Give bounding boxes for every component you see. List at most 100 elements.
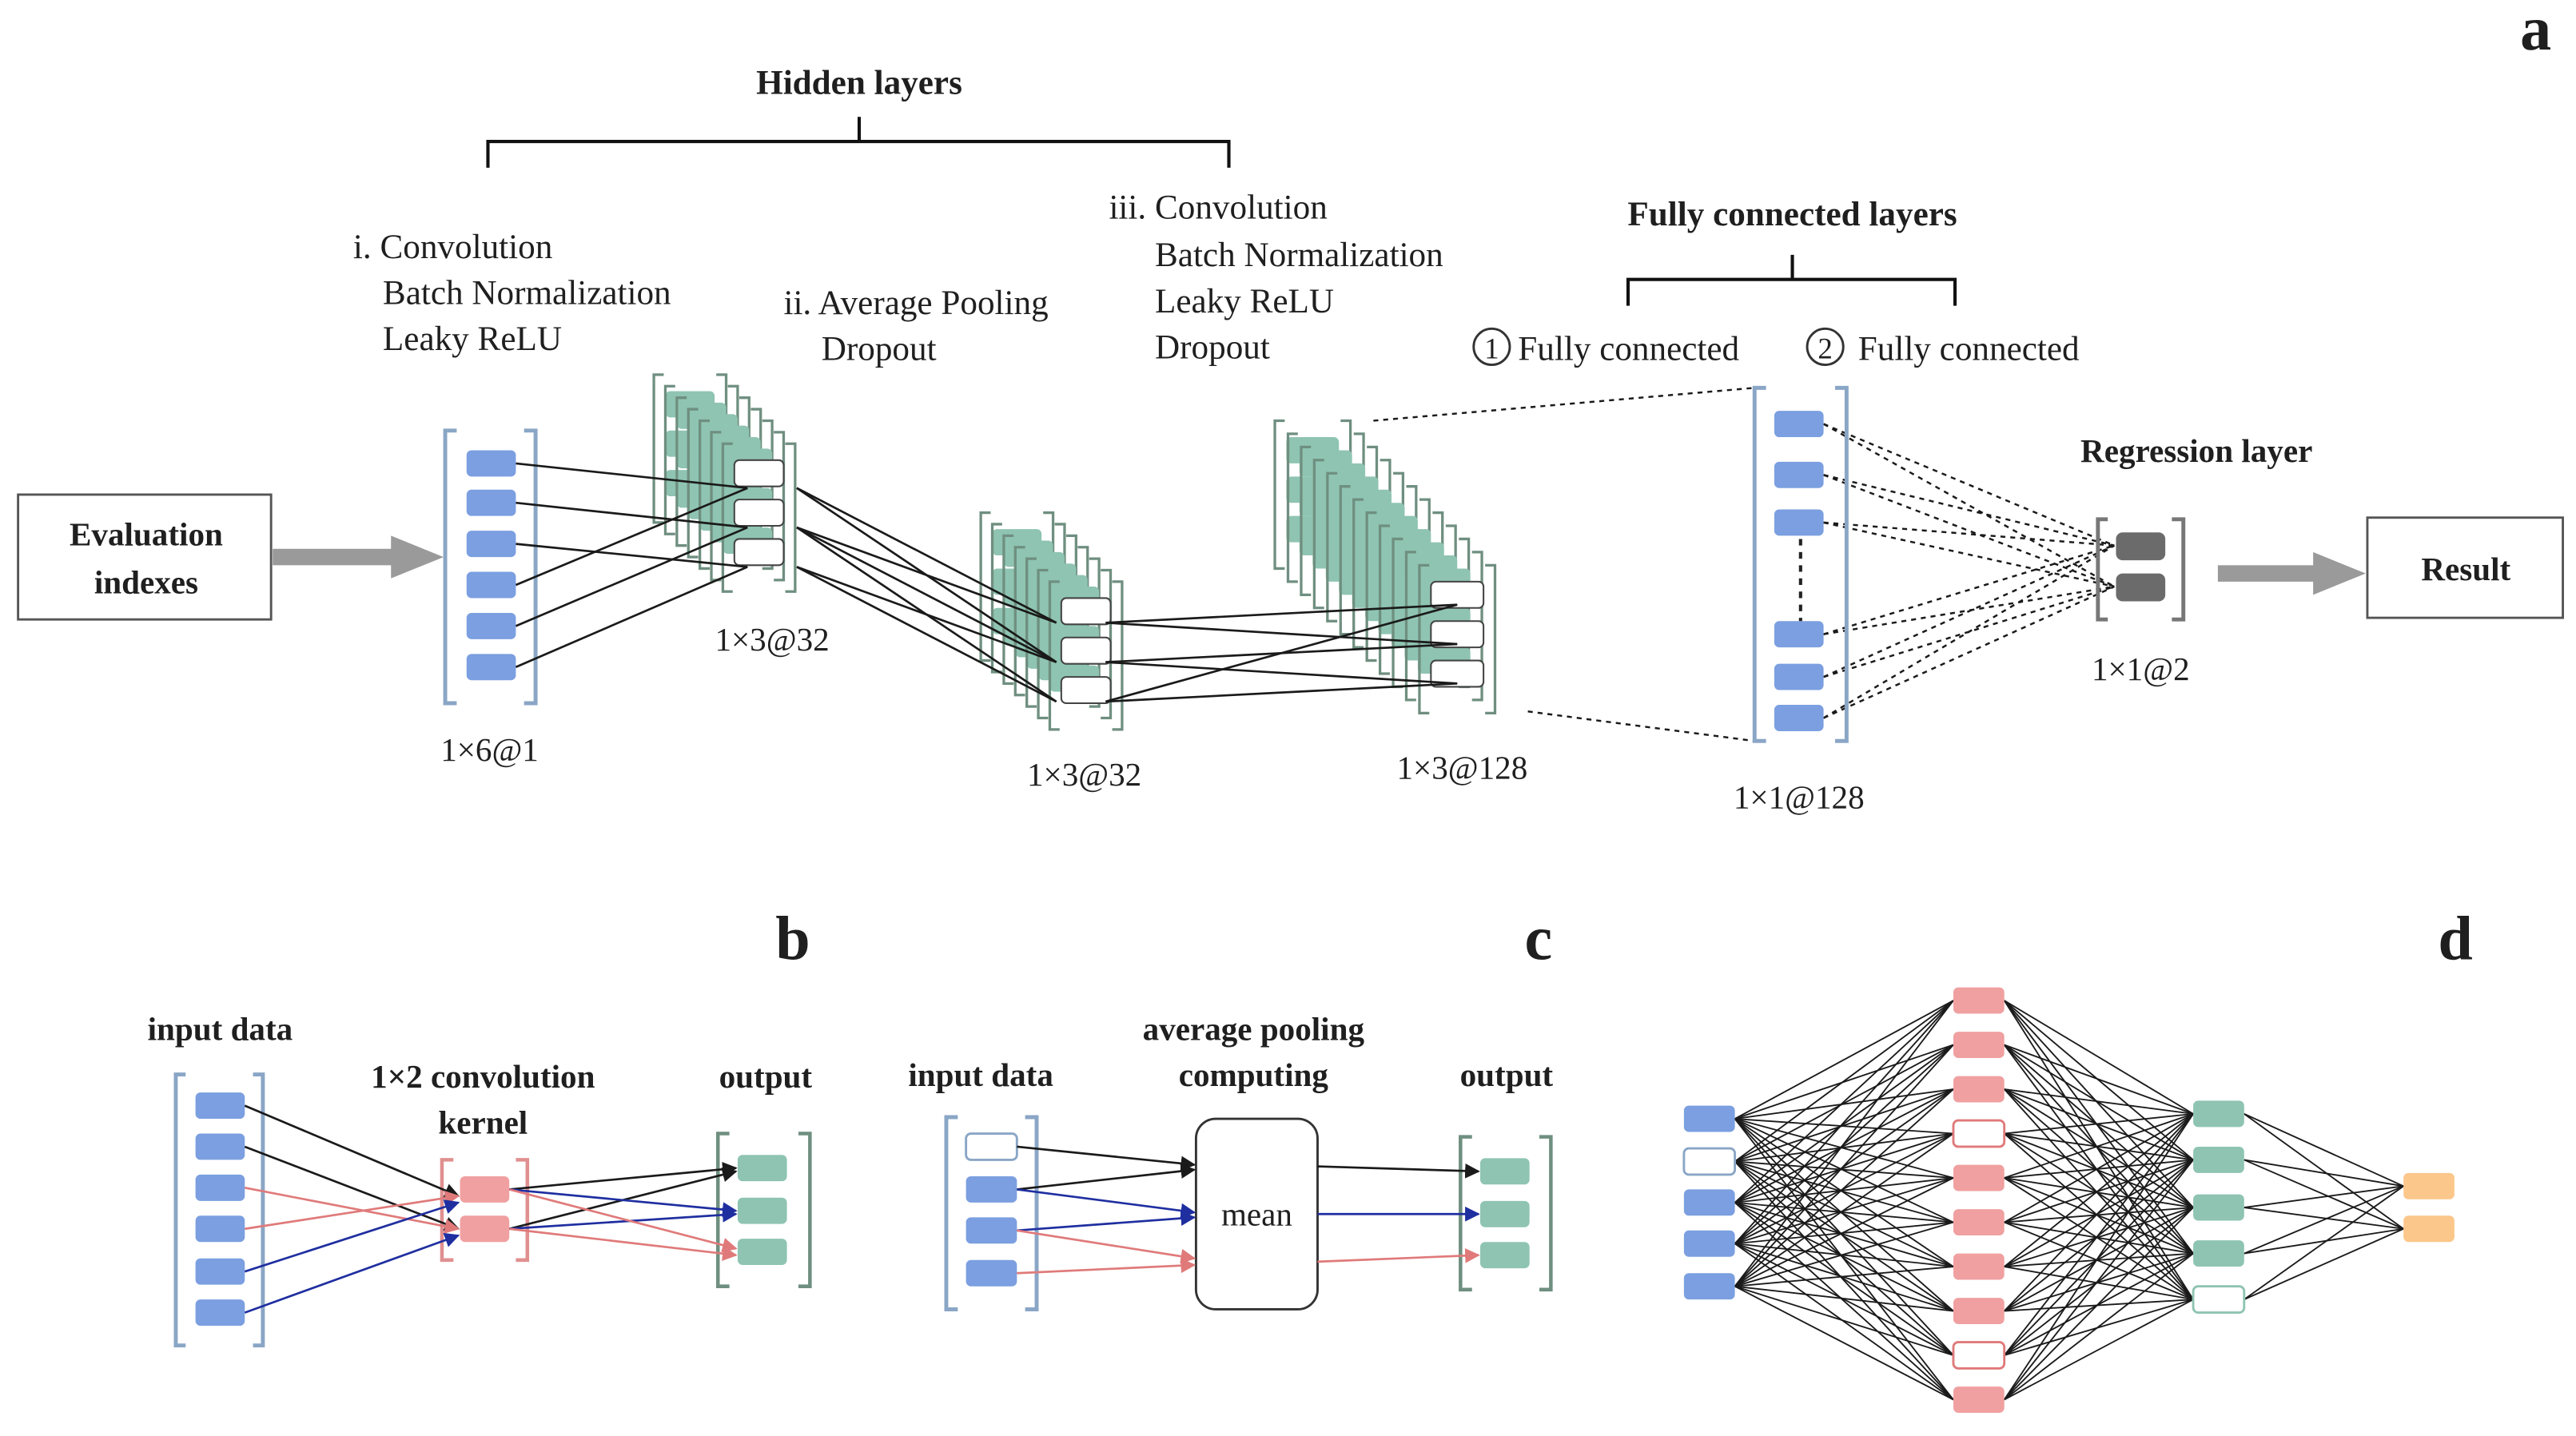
connection-line bbox=[1734, 1285, 1954, 1312]
feature-map-bracket bbox=[1404, 551, 1416, 702]
input-layer bbox=[443, 428, 538, 706]
connection-line bbox=[1734, 1132, 1954, 1287]
connection-line bbox=[1105, 603, 1458, 624]
connection-line bbox=[1017, 1258, 1196, 1275]
feature-map-bracket bbox=[785, 442, 797, 593]
feature-map-bracket bbox=[1048, 580, 1060, 731]
input-node bbox=[466, 612, 516, 639]
connection-line bbox=[1734, 1243, 1954, 1312]
svg-text:2: 2 bbox=[1818, 332, 1833, 365]
feature-map-bracket bbox=[675, 396, 687, 547]
d-hidden1-node bbox=[1953, 1209, 2005, 1235]
feature-map-bracket bbox=[1418, 563, 1430, 714]
c-output-node bbox=[1479, 1200, 1530, 1227]
feature-map-bracket bbox=[663, 384, 675, 535]
d-hidden1-node bbox=[1953, 1298, 2005, 1324]
connection-line bbox=[2004, 1112, 2194, 1179]
connection-line bbox=[2004, 1113, 2194, 1312]
mean-box: mean bbox=[1194, 1117, 1319, 1311]
c-input-node bbox=[966, 1175, 1017, 1203]
regression-node bbox=[2116, 573, 2166, 602]
connection-line bbox=[1734, 1285, 1954, 1401]
connection-line bbox=[2004, 1207, 2194, 1312]
connection-line bbox=[1734, 1088, 1954, 1287]
feature-map-bracket bbox=[1286, 432, 1298, 583]
connection-line bbox=[1734, 1160, 1954, 1179]
connection-line bbox=[2004, 1000, 2194, 1115]
c-input-node bbox=[965, 1132, 1018, 1161]
stage1-label: i. Convolution Batch Normalization Leaky… bbox=[353, 229, 671, 358]
stage2-label: ii. Average Pooling Dropout bbox=[783, 284, 1048, 368]
feature-map-bracket bbox=[1378, 524, 1390, 675]
connection-line bbox=[244, 1199, 460, 1273]
b-input-node bbox=[195, 1215, 245, 1243]
connection-line bbox=[1734, 1088, 1954, 1203]
dim-regression: 1×1@2 bbox=[2092, 650, 2190, 687]
feature-map-bracket bbox=[1485, 563, 1497, 714]
connection-line bbox=[2244, 1207, 2404, 1230]
panel-d-label: d bbox=[2438, 904, 2472, 973]
connection-line bbox=[1734, 1160, 1954, 1356]
connection-line bbox=[1734, 1044, 1954, 1163]
fc-layers-title: Fully connected layers bbox=[1627, 196, 1957, 233]
c-input-node bbox=[966, 1259, 1017, 1287]
connection-line bbox=[2004, 1207, 2194, 1356]
d-input-node bbox=[1683, 1230, 1735, 1257]
connection-line bbox=[2004, 1266, 2194, 1301]
connection-line bbox=[1734, 1000, 1954, 1287]
connection-line bbox=[2004, 1177, 2194, 1255]
d-output-node bbox=[2403, 1215, 2455, 1243]
d-hidden1-node bbox=[1953, 1253, 2005, 1280]
connection-line bbox=[1734, 1000, 1954, 1244]
connection-line bbox=[515, 487, 748, 587]
connection-line bbox=[1823, 544, 2115, 635]
connection-line bbox=[1373, 387, 1755, 422]
connection-line bbox=[1105, 682, 1458, 703]
input-arrow bbox=[273, 535, 444, 579]
feature-map-bracket bbox=[1037, 568, 1049, 720]
fc-node bbox=[1774, 411, 1824, 438]
c-input-label: input data bbox=[908, 1056, 1053, 1093]
connection-line bbox=[2004, 1207, 2194, 1223]
b-input-node bbox=[195, 1174, 245, 1201]
stage3-label: iii. Convolution Batch Normalization Lea… bbox=[1109, 189, 1443, 367]
panel-a-connections bbox=[515, 387, 2116, 742]
feature-map-node bbox=[1430, 580, 1485, 609]
connection-line bbox=[1105, 661, 1458, 685]
feature-map-bracket bbox=[687, 408, 699, 559]
connection-line bbox=[509, 1227, 738, 1261]
feature-map-bracket bbox=[1112, 580, 1124, 731]
connection-line bbox=[1734, 1201, 1954, 1267]
svg-text:Dropout: Dropout bbox=[1155, 328, 1270, 366]
connection-line bbox=[1317, 1163, 1480, 1179]
feature-map-bracket bbox=[1365, 511, 1377, 662]
connection-line bbox=[2004, 1177, 2194, 1300]
feature-map-bracket bbox=[1326, 471, 1338, 623]
connection-line bbox=[2004, 1132, 2194, 1208]
fc-node bbox=[1774, 705, 1824, 731]
feature-map-bracket bbox=[1339, 485, 1351, 636]
connection-line bbox=[1017, 1211, 1196, 1232]
pool-feature-maps bbox=[979, 511, 1124, 731]
connection-line bbox=[2004, 1112, 2194, 1135]
connection-line bbox=[2003, 1113, 2194, 1356]
connection-line bbox=[1734, 1118, 1954, 1267]
feature-map-node bbox=[1060, 676, 1112, 705]
feature-map-node bbox=[733, 538, 785, 567]
connection-line bbox=[516, 543, 748, 568]
conv2-feature-maps bbox=[1273, 419, 1497, 714]
connection-line bbox=[245, 1190, 460, 1231]
connection-line bbox=[1734, 1000, 1954, 1120]
connection-line bbox=[1734, 1177, 1954, 1203]
connection-line bbox=[2003, 1159, 2194, 1401]
input-node bbox=[466, 531, 516, 558]
svg-text:ii. Average Pooling: ii. Average Pooling bbox=[783, 284, 1048, 322]
b-output-node bbox=[737, 1239, 787, 1265]
connection-line bbox=[1734, 1243, 1954, 1401]
connection-line bbox=[2244, 1185, 2404, 1208]
connection-line bbox=[1734, 1118, 1954, 1223]
d-hidden2-node bbox=[2193, 1240, 2244, 1267]
connection-line bbox=[1734, 1243, 1954, 1267]
connection-line bbox=[1823, 544, 2115, 678]
